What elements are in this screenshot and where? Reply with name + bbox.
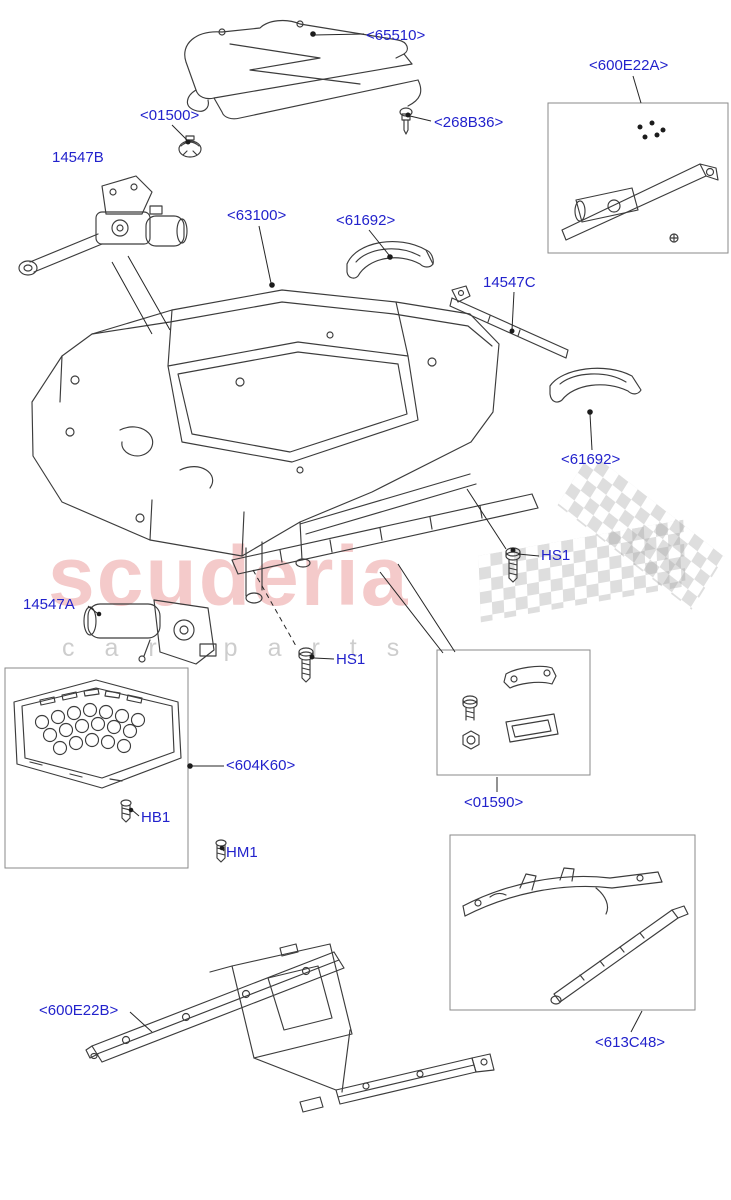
leader-lines <box>87 33 643 1033</box>
watermark-subtext: car parts <box>62 634 430 662</box>
part-art-seat-frame-63100 <box>31 289 539 604</box>
leader-dots <box>96 31 593 851</box>
part-label-604K60[interactable]: <604K60> <box>226 757 296 774</box>
part-label-61692-b[interactable]: <61692> <box>561 451 621 468</box>
part-label-14547B[interactable]: 14547B <box>52 149 104 166</box>
part-art-fixing-kit-01590 <box>462 665 559 750</box>
part-art-screw-HS1-a <box>505 547 521 583</box>
part-label-63100[interactable]: <63100> <box>227 207 287 224</box>
part-art-suspension-wire-65510 <box>184 19 422 120</box>
part-label-65510[interactable]: <65510> <box>366 27 426 44</box>
watermark-brand: scuderia <box>48 529 410 623</box>
part-label-HB1[interactable]: HB1 <box>141 809 171 826</box>
part-art-trim-cover-61692-a <box>346 241 434 279</box>
part-label-01590[interactable]: <01590> <box>464 794 524 811</box>
part-label-HS1-a[interactable]: HS1 <box>541 547 571 564</box>
part-label-14547A[interactable]: 14547A <box>23 596 75 613</box>
callout-box-01590 <box>436 649 591 776</box>
part-art-motor-14547B <box>18 175 188 276</box>
part-label-61692-a[interactable]: <61692> <box>336 212 396 229</box>
part-art-track-set-613C48 <box>462 867 689 1005</box>
part-label-HS1-b[interactable]: HS1 <box>336 651 366 668</box>
part-label-613C48[interactable]: <613C48> <box>595 1034 666 1051</box>
part-label-HM1[interactable]: HM1 <box>226 844 258 861</box>
part-label-600E22B[interactable]: <600E22B> <box>39 1002 119 1019</box>
part-art-pin-268B36 <box>399 107 413 135</box>
part-label-14547C[interactable]: 14547C <box>483 274 536 291</box>
callout-box-613C48 <box>449 834 696 1011</box>
part-art-screw-HS1-b <box>298 647 314 683</box>
part-art-subframe-600E22B <box>85 943 495 1113</box>
callout-box-604K60 <box>4 667 189 869</box>
part-label-01500[interactable]: <01500> <box>140 107 200 124</box>
part-art-drive-shaft-14547C <box>449 285 569 359</box>
part-art-trim-cover-61692-b <box>549 367 642 403</box>
part-art-screw-HM1 <box>215 839 227 863</box>
part-art-adjuster-600E22A <box>561 120 719 243</box>
part-label-600E22A[interactable]: <600E22A> <box>589 57 669 74</box>
part-art-seat-pan-604K60 <box>13 679 182 789</box>
part-label-268B36[interactable]: <268B36> <box>434 114 504 131</box>
part-art-motor-14547A <box>83 599 217 665</box>
part-art-clamp-01500 <box>178 135 202 158</box>
